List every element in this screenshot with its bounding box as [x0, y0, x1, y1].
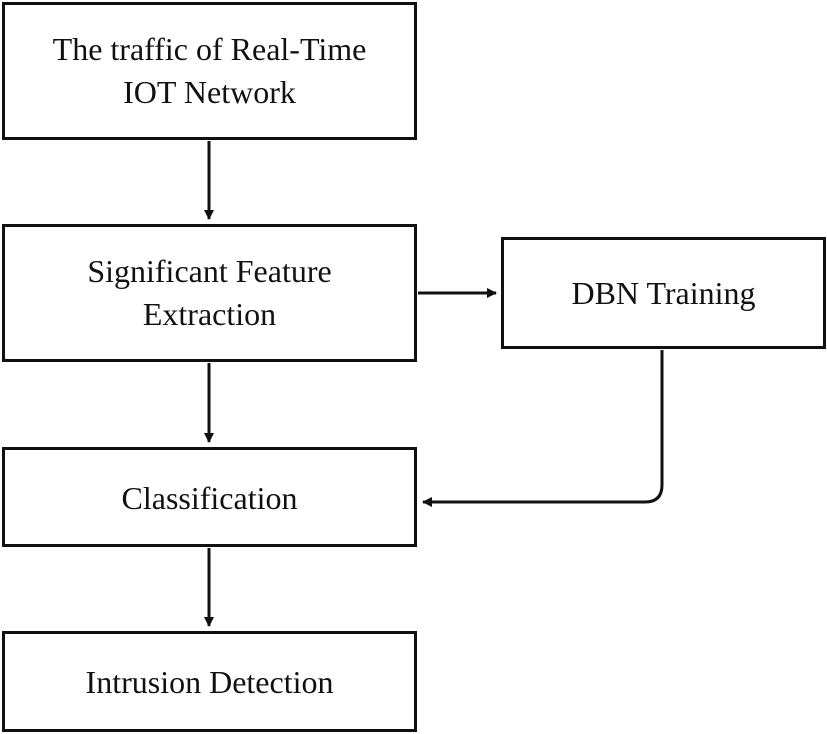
- node-classification: Classification: [2, 447, 417, 547]
- node-label: DBN Training: [571, 274, 756, 311]
- node-intrusion-detection: Intrusion Detection: [2, 631, 417, 732]
- node-significant-feature-extraction: Significant Feature Extraction: [2, 224, 417, 362]
- node-label: Classification: [121, 479, 298, 516]
- node-label: The traffic of Real-Time IOT Network: [52, 31, 367, 110]
- node-traffic-of-real-time-iot-network: The traffic of Real-Time IOT Network: [2, 2, 417, 140]
- edge-dbn-training-to-classification: [422, 350, 664, 507]
- node-label: Significant Feature Extraction: [87, 253, 332, 332]
- node-dbn-training: DBN Training: [501, 237, 826, 349]
- node-label: Intrusion Detection: [85, 664, 334, 700]
